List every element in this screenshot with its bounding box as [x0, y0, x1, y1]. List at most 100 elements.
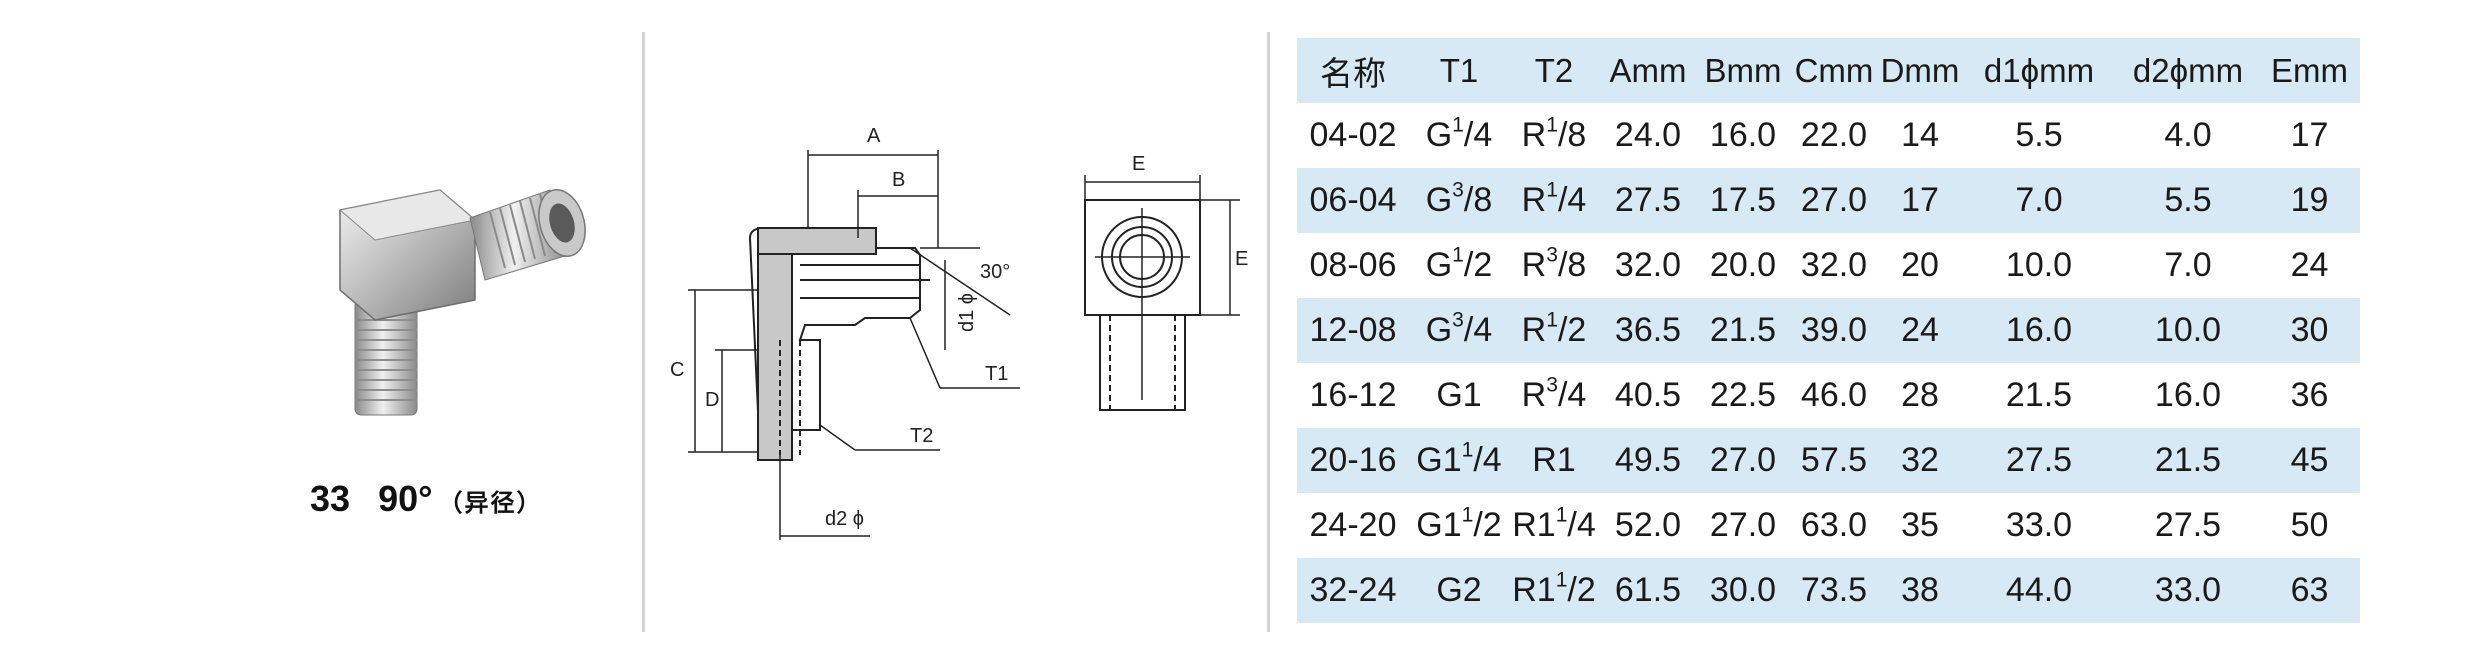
cell-c: 57.5 — [1800, 441, 1868, 479]
cell-t1: G3/8 — [1425, 178, 1493, 219]
product-caption: 33 90°（异径） — [310, 478, 543, 520]
cell-d: 32 — [1901, 441, 1939, 479]
cell-name: 12-08 — [1309, 311, 1397, 349]
dim-d1-label: d1 ϕ — [956, 293, 978, 332]
cell-b: 16.0 — [1709, 116, 1777, 154]
cell-b: 27.0 — [1709, 441, 1777, 479]
fitting-photo — [300, 150, 600, 450]
cell-d2: 16.0 — [2154, 376, 2222, 414]
cell-t2: R1/4 — [1521, 178, 1587, 219]
col-header-d2: d2ϕmm — [2132, 51, 2244, 89]
col-header-c: Cmm — [1794, 51, 1874, 89]
drawing-svg: A B C D E E T1 T2 d2 ϕ 30° d1 ϕ — [670, 125, 1248, 540]
cell-t2: R3/8 — [1521, 243, 1587, 284]
col-header-d: Dmm — [1880, 51, 1960, 89]
cell-a: 40.5 — [1614, 376, 1682, 414]
table-header-row: 名称 T1 T2 Amm Bmm Cmm Dmm d1ϕmm d2ϕmm Emm — [1297, 38, 2360, 103]
col-header-e: Emm — [2271, 51, 2348, 89]
dim-e-side-label: E — [1235, 248, 1248, 270]
cell-c: 32.0 — [1800, 246, 1868, 284]
cell-t2: R1/2 — [1521, 308, 1587, 349]
cell-b: 20.0 — [1709, 246, 1777, 284]
cell-t2: R1/8 — [1521, 113, 1587, 154]
cell-name: 08-06 — [1309, 246, 1397, 284]
cell-a: 61.5 — [1614, 571, 1682, 609]
col-header-t2: T2 — [1534, 51, 1574, 89]
cell-d2: 33.0 — [2154, 571, 2222, 609]
cell-c: 46.0 — [1800, 376, 1868, 414]
cell-d: 38 — [1901, 571, 1939, 609]
cell-b: 30.0 — [1709, 571, 1777, 609]
cell-d2: 27.5 — [2154, 506, 2222, 544]
cell-name: 16-12 — [1309, 376, 1397, 414]
cell-b: 22.5 — [1709, 376, 1777, 414]
col-header-d1: d1ϕmm — [1983, 51, 2095, 89]
product-variant: （异径） — [438, 490, 543, 517]
cell-t1: G11/2 — [1416, 503, 1502, 544]
cell-e: 63 — [2290, 571, 2329, 609]
cell-b: 17.5 — [1709, 181, 1777, 219]
cell-d1: 10.0 — [2005, 246, 2073, 284]
cell-name: 20-16 — [1309, 441, 1397, 479]
cell-e: 17 — [2290, 116, 2329, 154]
cell-d: 20 — [1901, 246, 1939, 284]
cell-t1: G11/4 — [1416, 438, 1502, 479]
cell-name: 32-24 — [1309, 571, 1397, 609]
cell-c: 39.0 — [1800, 311, 1868, 349]
product-angle: 90° — [378, 478, 433, 519]
cell-d: 14 — [1901, 116, 1939, 154]
cell-d1: 5.5 — [2015, 116, 2063, 154]
col-header-name: 名称 — [1320, 54, 1386, 92]
dim-d-label: D — [705, 389, 719, 411]
col-header-t1: T1 — [1439, 51, 1479, 89]
cell-d: 35 — [1901, 506, 1939, 544]
cell-t2: R11/2 — [1512, 568, 1596, 609]
cell-d1: 7.0 — [2015, 181, 2063, 219]
cell-e: 30 — [2290, 311, 2329, 349]
cell-a: 36.5 — [1614, 311, 1682, 349]
angle-label: 30° — [980, 261, 1010, 283]
cell-a: 32.0 — [1614, 246, 1682, 284]
cell-t1: G2 — [1436, 571, 1482, 609]
cell-t1: G1/2 — [1425, 243, 1493, 284]
thread-t2-label: T2 — [910, 425, 933, 447]
cell-t2: R11/4 — [1512, 503, 1596, 544]
dim-d2-label: d2 ϕ — [825, 508, 864, 530]
cell-t2: R1 — [1532, 441, 1576, 479]
cell-name: 24-20 — [1309, 506, 1397, 544]
product-code: 33 — [310, 478, 351, 519]
thread-t1-label: T1 — [985, 363, 1008, 385]
col-header-b: Bmm — [1704, 51, 1782, 89]
cell-a: 27.5 — [1614, 181, 1682, 219]
cell-d2: 10.0 — [2154, 311, 2222, 349]
cell-b: 27.0 — [1709, 506, 1777, 544]
cell-e: 19 — [2290, 181, 2329, 219]
cell-a: 24.0 — [1614, 116, 1682, 154]
cell-e: 24 — [2290, 246, 2329, 284]
cell-c: 27.0 — [1800, 181, 1868, 219]
cell-name: 06-04 — [1309, 181, 1397, 219]
dim-e-top-label: E — [1132, 153, 1145, 175]
cell-d1: 44.0 — [2005, 571, 2073, 609]
divider-right — [1267, 32, 1270, 632]
cell-a: 52.0 — [1614, 506, 1682, 544]
dim-b-label: B — [892, 169, 905, 191]
cell-d2: 5.5 — [2164, 181, 2212, 219]
elbow-fitting-image — [338, 189, 586, 416]
cell-e: 36 — [2290, 376, 2329, 414]
cell-c: 63.0 — [1800, 506, 1868, 544]
cell-d2: 21.5 — [2154, 441, 2222, 479]
cell-e: 50 — [2290, 506, 2329, 544]
cell-d2: 7.0 — [2164, 246, 2212, 284]
cell-name: 04-02 — [1309, 116, 1397, 154]
cell-t1: G1 — [1436, 376, 1482, 414]
cell-d: 24 — [1901, 311, 1939, 349]
dim-a-label: A — [867, 125, 881, 147]
